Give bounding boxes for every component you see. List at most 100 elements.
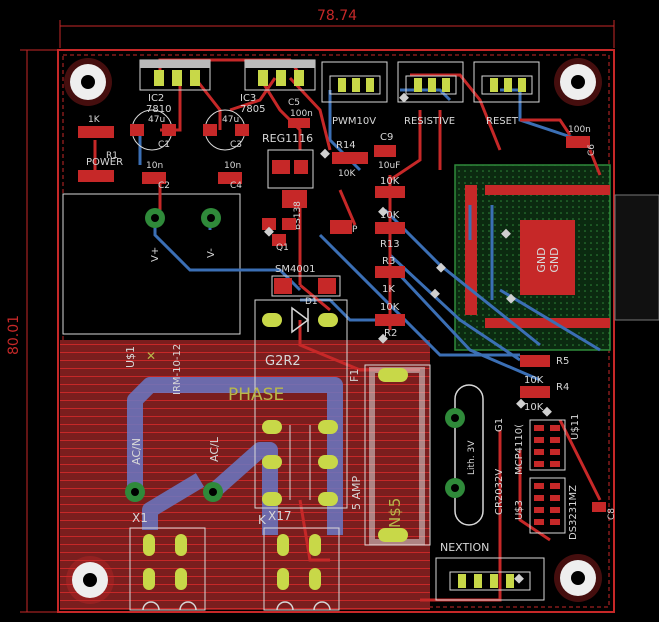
d1-label: D1 <box>305 297 318 307</box>
gnd-pad <box>520 220 575 295</box>
phase-label: PHASE <box>228 385 284 405</box>
c5-value: 100n <box>290 109 313 119</box>
x-marker-1: ✕ <box>146 349 156 363</box>
connector-pwm10v: PWM10V <box>321 61 388 127</box>
regulator-reg1116: REG1116 <box>262 132 314 208</box>
c2-label: C2 <box>158 181 170 191</box>
power-module-pins: V+ V- <box>145 208 221 262</box>
vplus-label: V+ <box>150 247 161 262</box>
width-dimension-label: 78.74 <box>317 8 357 24</box>
resistive-label: RESISTIVE <box>404 116 455 127</box>
terminal-x1: X1 <box>129 511 206 611</box>
resistor-r14: R14 10K <box>332 140 368 179</box>
r3-label: R3 <box>382 256 395 267</box>
mount-hole-bottom-left <box>66 556 114 604</box>
lith-label: Lith. 3V <box>467 440 477 475</box>
us1-label: U$1 <box>124 346 137 368</box>
capacitor-c5: C5 100n <box>288 98 313 128</box>
c2-value: 10n <box>146 161 163 171</box>
c4-label: C4 <box>230 181 242 191</box>
c6-value: 100n <box>568 125 591 135</box>
ds-label: DS3231MZ <box>568 485 579 540</box>
cr2032-label: CR2032V <box>494 469 505 515</box>
mcp-label: MCP4110( <box>514 424 525 475</box>
capacitor-c1: 47u C1 <box>130 109 176 151</box>
capacitor-c4: 10n C4 <box>218 161 242 191</box>
c5-label: C5 <box>288 98 300 108</box>
us11-label: U$11 <box>570 414 581 440</box>
c3-value: 47u <box>222 115 239 125</box>
ic3-regulator: IC3 7805 <box>240 59 316 115</box>
c8-label: C8 <box>607 508 617 520</box>
r-10k-d: 10K <box>524 375 544 386</box>
reset-label: RESET <box>486 116 519 127</box>
mount-hole-bottom-right <box>554 554 602 602</box>
q1-label: Q1 <box>276 243 289 253</box>
connector-nextion: NEXTION <box>435 541 545 601</box>
c4-value: 10n <box>224 161 241 171</box>
r5-label: R5 <box>556 356 569 367</box>
ic3-part: 7805 <box>240 104 265 115</box>
ns-label: N$5 <box>386 498 404 528</box>
c9-label: C9 <box>380 132 393 143</box>
p-label: P <box>352 225 358 235</box>
acn-label: AC/N <box>130 438 143 465</box>
dimension-height: 80.01 <box>6 49 58 613</box>
acl-label: AC/L <box>208 436 221 462</box>
vminus-label: V- <box>206 248 217 258</box>
c9-value: 10uF <box>378 161 400 171</box>
f1-label: F1 <box>348 369 361 382</box>
battery-g1: G1 Lith. 3V CR2032V <box>445 384 505 526</box>
r-1k: 1K <box>382 284 395 295</box>
connector-reset: RESET <box>473 61 540 127</box>
c6-label: C6 <box>587 144 597 156</box>
resistor-r5-r4: R5 10K R4 10K <box>520 355 569 413</box>
ac-pins <box>125 482 223 502</box>
ic2-regulator: IC2 7810 <box>139 59 211 115</box>
fuse-f1: F1 5 AMP N$5 <box>348 364 431 546</box>
r2-label: R2 <box>384 328 397 339</box>
terminal-x17: K X17 <box>258 509 340 611</box>
ic-mcp4110: MCP4110( U$11 <box>514 414 581 475</box>
mount-hole-top-left <box>64 58 112 106</box>
capacitor-c9: C9 10uF <box>374 132 400 171</box>
mounting-holes <box>64 58 602 604</box>
g1-label: G1 <box>494 418 505 432</box>
c1-value: 47u <box>148 115 165 125</box>
transistor-q1: BS138 Q1 <box>262 201 303 253</box>
dimension-width: 78.74 <box>59 8 615 48</box>
reg-label: REG1116 <box>262 132 313 145</box>
r4-label: R4 <box>556 382 569 393</box>
c3-label: C3 <box>230 140 242 150</box>
bs138-label: BS138 <box>293 201 303 230</box>
connector-resistive: RESISTIVE <box>397 61 464 127</box>
relay-g2r2: G2R2 <box>254 299 348 509</box>
pwm-label: PWM10V <box>332 116 376 127</box>
k-label: K <box>258 513 267 527</box>
resistor-r1: 1K R1 POWER <box>78 115 123 182</box>
part-p: P <box>330 220 358 235</box>
capacitor-c8: C8 <box>592 502 617 520</box>
connector-strip-left <box>465 185 477 315</box>
nextion-label: NEXTION <box>440 541 489 554</box>
edge-connector <box>614 194 659 321</box>
connector-strip-top <box>485 185 610 195</box>
gnd-label-2: GND <box>548 247 561 272</box>
r14-label: R14 <box>336 140 356 151</box>
capacitor-c3: 47u C3 <box>203 109 249 151</box>
ic2-part: 7810 <box>146 104 171 115</box>
r-10k-b: 10K <box>380 210 400 221</box>
r-10k-a: 10K <box>380 176 400 187</box>
amp-label: 5 AMP <box>350 475 363 510</box>
x17-label: X17 <box>268 509 292 523</box>
ic3-label: IC3 <box>240 93 256 104</box>
g2r2-label: G2R2 <box>265 354 301 369</box>
c1-label: C1 <box>158 140 170 150</box>
r13-label: R13 <box>380 239 400 250</box>
ic2-label: IC2 <box>148 93 164 104</box>
power-label: POWER <box>86 157 123 168</box>
resistor-column: 10K 10K R13 R3 1K 10K R2 <box>375 176 405 339</box>
ic-ds3231: DS3231MZ U$3 <box>514 477 579 540</box>
r-10k-e: 10K <box>524 402 544 413</box>
capacitor-c6: 100n C6 <box>566 125 597 156</box>
